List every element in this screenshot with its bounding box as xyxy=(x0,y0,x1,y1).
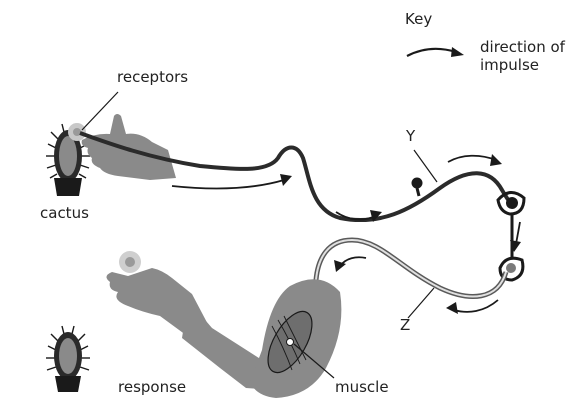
key: Key direction of impulse xyxy=(405,10,566,74)
hand-icon xyxy=(81,114,176,180)
muscle-label: muscle xyxy=(335,378,389,396)
cactus-icon xyxy=(46,325,90,392)
response-label: response xyxy=(118,378,186,396)
key-description-line2: impulse xyxy=(480,56,539,74)
key-title: Key xyxy=(405,10,432,28)
arrow-icon xyxy=(447,154,497,163)
key-arrow-icon xyxy=(406,47,457,57)
arrow-icon xyxy=(453,299,499,313)
response-dot xyxy=(125,257,135,267)
arrow-icon xyxy=(171,179,285,190)
sensory-neuron xyxy=(79,131,515,223)
sensory-cell-body-stalk xyxy=(415,187,421,197)
label-y: Y xyxy=(405,127,416,145)
relay-neuron xyxy=(496,191,526,282)
label-z: Z xyxy=(400,316,410,334)
y-pointer xyxy=(413,149,438,183)
direction-arrows xyxy=(171,154,521,313)
direction-arrow-heads xyxy=(280,154,521,314)
cactus-label: cactus xyxy=(40,204,89,222)
cactus-icon xyxy=(46,123,90,196)
z-pointer xyxy=(407,287,435,319)
key-arrow-head xyxy=(451,47,464,57)
receptor-dot xyxy=(73,128,81,136)
muscle-pointer xyxy=(293,343,335,379)
key-description-line1: direction of xyxy=(480,38,566,56)
receptors-label: receptors xyxy=(117,68,188,86)
muscle xyxy=(267,310,313,374)
sensory-cell-body xyxy=(411,177,423,189)
arrow-icon xyxy=(515,221,521,245)
receptors-pointer xyxy=(81,91,119,131)
